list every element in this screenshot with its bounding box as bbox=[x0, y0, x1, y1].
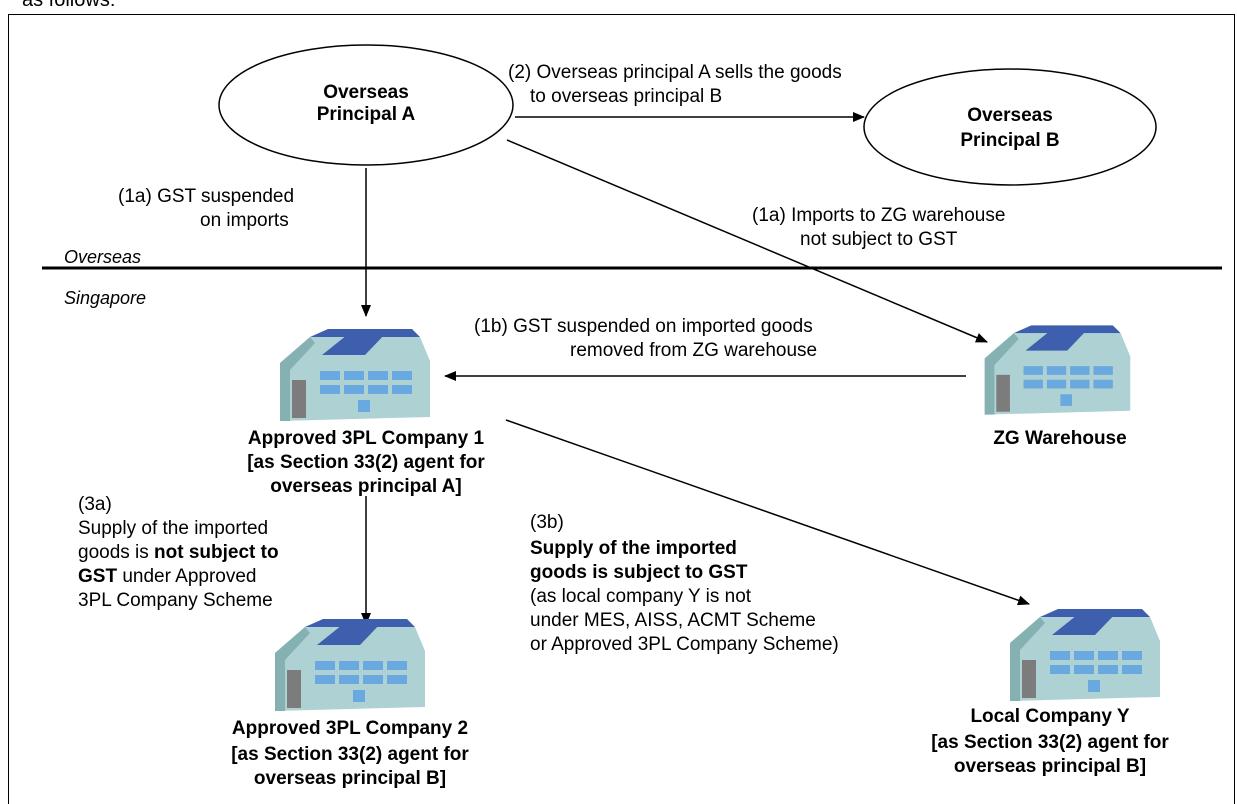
sale-label-2: to overseas principal B bbox=[530, 86, 723, 107]
principal-b-ellipse bbox=[863, 68, 1157, 186]
import-1a-left-label-1: (1a) GST suspended bbox=[118, 186, 295, 207]
local-y-label-3: overseas principal B] bbox=[953, 756, 1147, 777]
import-1a-left-label-2: on imports bbox=[200, 210, 289, 231]
principal-a-label-1: Overseas bbox=[323, 82, 409, 103]
company2-label-3: overseas principal B] bbox=[253, 768, 447, 789]
principal-a-label-2: Principal A bbox=[316, 104, 416, 125]
local-y-label-2: [as Section 33(2) agent for bbox=[931, 732, 1169, 753]
supply-3b-tag: (3b) bbox=[530, 512, 564, 533]
import-1a-right-label-1: (1a) Imports to ZG warehouse bbox=[752, 205, 1006, 226]
supply-3a-line-2: goods is not subject to bbox=[78, 542, 279, 563]
supply-3a-line-1: Supply of the imported bbox=[78, 518, 269, 539]
building-icon-company2 bbox=[275, 619, 425, 711]
building-icon-local-y bbox=[1010, 609, 1160, 701]
company1-label-3: overseas principal A] bbox=[270, 476, 462, 497]
company1-label-1: Approved 3PL Company 1 bbox=[247, 428, 485, 449]
supply-3b-line-5: or Approved 3PL Company Scheme) bbox=[530, 634, 839, 655]
arrow-supply-3b bbox=[505, 419, 1030, 606]
principal-b-label-1: Overseas bbox=[967, 105, 1053, 126]
company2-label-2: [as Section 33(2) agent for bbox=[231, 744, 469, 765]
principal-a-ellipse bbox=[218, 44, 514, 166]
removal-1b-label-1: (1b) GST suspended on imported goods bbox=[474, 316, 813, 337]
sale-label-1: (2) Overseas principal A sells the goods bbox=[508, 62, 842, 83]
region-singapore: Singapore bbox=[64, 288, 147, 308]
supply-3a-tag: (3a) bbox=[78, 494, 112, 515]
diagram-frame bbox=[8, 14, 1235, 804]
supply-3a-line-4: 3PL Company Scheme bbox=[78, 590, 273, 611]
arrow-import-1a-right bbox=[506, 139, 988, 343]
principal-b-label-2: Principal B bbox=[960, 130, 1060, 151]
supply-3b-line-1: Supply of the imported bbox=[530, 538, 737, 559]
supply-3b-line-3: (as local company Y is not bbox=[530, 586, 752, 607]
company2-label-1: Approved 3PL Company 2 bbox=[231, 718, 469, 739]
building-icon-company1 bbox=[280, 329, 430, 421]
supply-3b-line-4: under MES, AISS, ACMT Scheme bbox=[530, 610, 816, 631]
building-icon-zg-warehouse bbox=[984, 325, 1131, 415]
zg-warehouse-label: ZG Warehouse bbox=[993, 428, 1127, 449]
removal-1b-label-2: removed from ZG warehouse bbox=[570, 340, 818, 361]
supply-3a-line-3: GST under Approved bbox=[78, 566, 257, 587]
supply-3b-line-2: goods is subject to GST bbox=[530, 562, 748, 583]
region-overseas: Overseas bbox=[64, 247, 142, 267]
import-1a-right-label-2: not subject to GST bbox=[800, 229, 958, 250]
company1-label-2: [as Section 33(2) agent for bbox=[247, 452, 485, 473]
local-y-label-1: Local Company Y bbox=[970, 706, 1130, 727]
header-text: as follows: bbox=[22, 0, 116, 11]
